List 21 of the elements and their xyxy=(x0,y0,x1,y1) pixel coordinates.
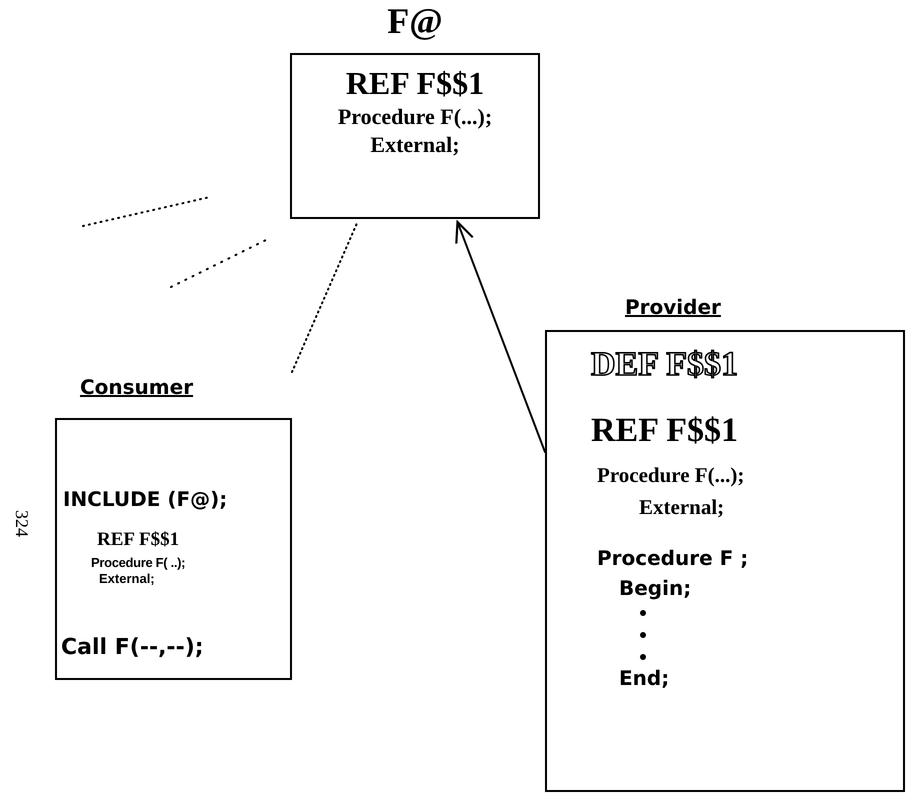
dotted-line xyxy=(291,221,358,373)
code-line: REF F$$1 xyxy=(346,67,484,99)
code-line: REF F$$1 xyxy=(591,414,738,448)
code-line: External; xyxy=(639,494,724,520)
code-line: Procedure F(...); xyxy=(597,462,744,489)
code-line: End; xyxy=(619,665,670,692)
heading: Consumer xyxy=(80,374,194,401)
heading: F@ xyxy=(387,3,443,43)
arrow xyxy=(455,220,546,453)
heading: Provider xyxy=(625,294,721,321)
code-line: REF F$$1 xyxy=(97,528,180,552)
code-line: External; xyxy=(99,570,155,587)
code-line: Procedure F ; xyxy=(597,545,748,572)
page-number: 324 xyxy=(11,510,33,537)
code-line: Begin; xyxy=(619,575,692,602)
code-line: External; xyxy=(370,130,460,158)
code-line: Call F(--,--); xyxy=(61,634,204,662)
code-line: DEF F$$1 xyxy=(591,348,738,382)
code-line: Procedure F(...); xyxy=(338,103,492,130)
code-line: Procedure F( ..); xyxy=(91,554,186,571)
code-line: INCLUDE (F@); xyxy=(63,486,228,513)
